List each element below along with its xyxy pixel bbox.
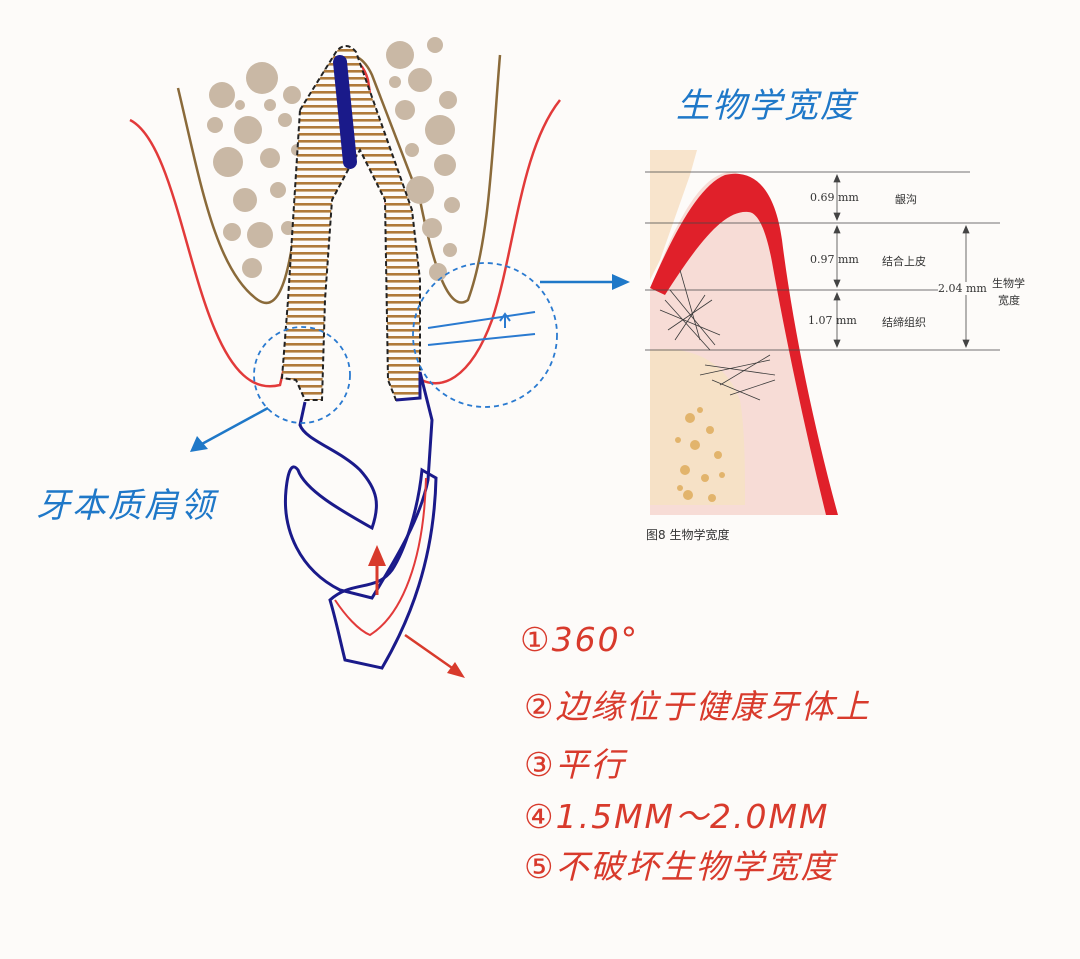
parallel-lines: [427, 311, 536, 346]
requirement-1: ①360°: [520, 620, 640, 659]
arrow-to-requirements: [404, 633, 465, 678]
inset-total-value: 2.04 mm: [938, 282, 987, 295]
inset-total-label-2: 宽度: [998, 294, 1020, 307]
crown-core-outline: [283, 371, 434, 600]
inset-row-2-value: 0.97 mm: [810, 253, 859, 266]
crown-outline: [328, 467, 438, 670]
biological-width-circle: [412, 262, 558, 408]
inset-row-1-value: 0.69 mm: [810, 191, 859, 204]
biological-width-title: 生物学宽度: [676, 86, 856, 126]
inset-row-1-label: 龈沟: [895, 193, 917, 206]
collar-circle: [253, 326, 351, 424]
crown-inner-red: [334, 477, 427, 637]
inset-row-2-label: 结合上皮: [882, 255, 926, 268]
requirement-4: ④1.5MM～2.0MM: [524, 797, 830, 836]
requirement-2: ②边缘位于健康牙体上: [524, 687, 871, 726]
inset-caption: 图8 生物学宽度: [646, 528, 730, 542]
inset-row-3-label: 结缔组织: [882, 316, 926, 329]
bone-trabeculae: [207, 37, 460, 281]
arrow-to-collar-label: [190, 406, 269, 452]
requirement-3: ③平行: [524, 745, 626, 784]
up-arrow: [368, 545, 386, 595]
tooth-root: [280, 45, 421, 402]
inset-figure: [645, 150, 1000, 516]
crown-collar-label: 牙本质肩领: [36, 486, 216, 526]
arrow-to-inset: [540, 274, 630, 290]
inset-row-3-value: 1.07 mm: [808, 314, 857, 327]
requirement-5: ⑤不破坏生物学宽度: [524, 847, 836, 886]
inset-total-label-1: 生物学: [992, 277, 1025, 290]
post: [333, 55, 357, 169]
